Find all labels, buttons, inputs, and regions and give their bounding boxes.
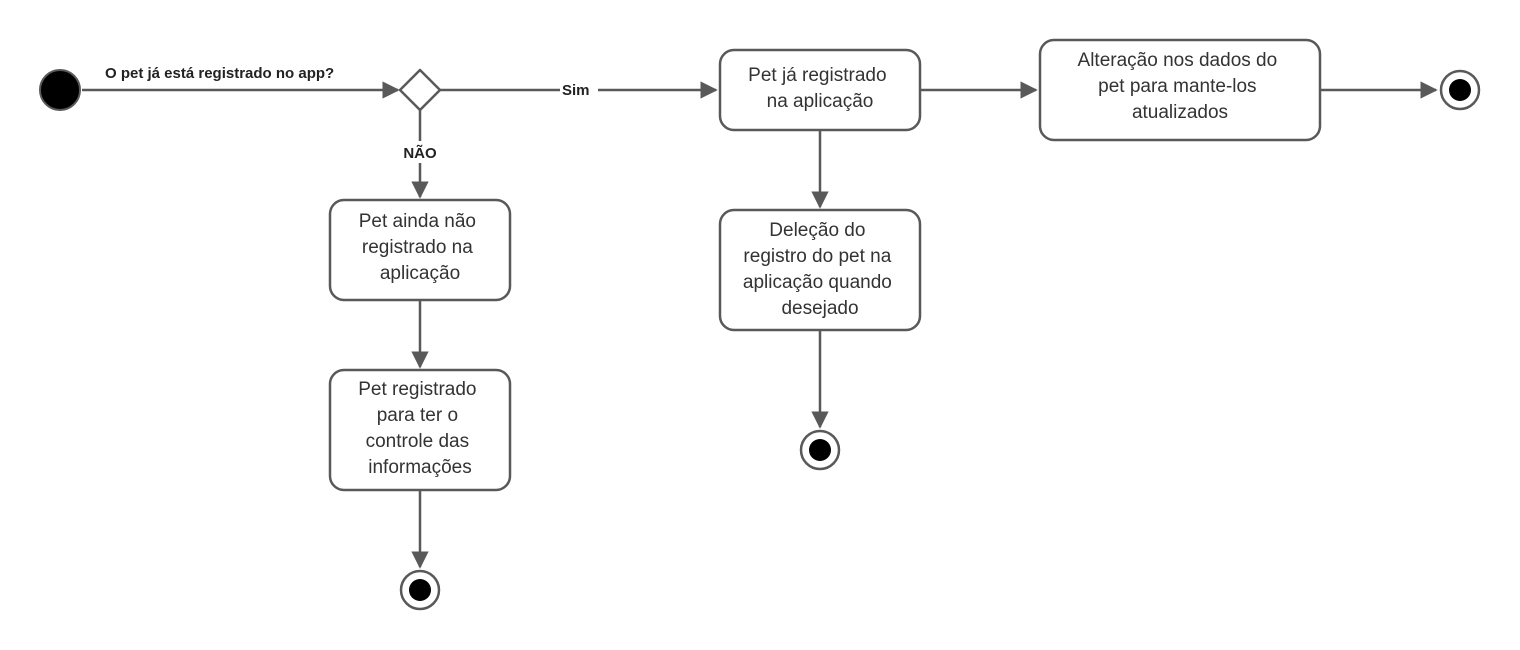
edge-label-yes-background [560, 80, 598, 100]
node-update-label: Alteração nos dados do pet para mante-lo… [1078, 50, 1283, 123]
final-node-no-branch [399, 569, 441, 611]
node-registered-control-label: Pet registrado para ter o controle das i… [358, 379, 482, 478]
node-already-registered [718, 48, 922, 132]
edge-label-no-background [398, 141, 442, 163]
edge-label-yes: Sim [562, 82, 590, 99]
edge-label-no: NÃO [403, 144, 437, 162]
initial-node [39, 69, 81, 111]
node-not-registered-label: Pet ainda não registrado na aplicação [359, 211, 482, 284]
decision-node [398, 68, 442, 112]
node-update [1038, 38, 1322, 142]
node-not-registered [328, 198, 512, 302]
node-already-registered-label: Pet já registrado na aplicação [748, 65, 892, 112]
node-deletion [718, 208, 922, 332]
final-node-deletion [799, 429, 841, 471]
node-registered-control [328, 368, 512, 492]
node-deletion-label: Deleção do registro do pet na aplicação … [743, 220, 897, 319]
decision-question-label: O pet já está registrado no app? [105, 65, 334, 82]
final-node-update [1439, 69, 1481, 111]
